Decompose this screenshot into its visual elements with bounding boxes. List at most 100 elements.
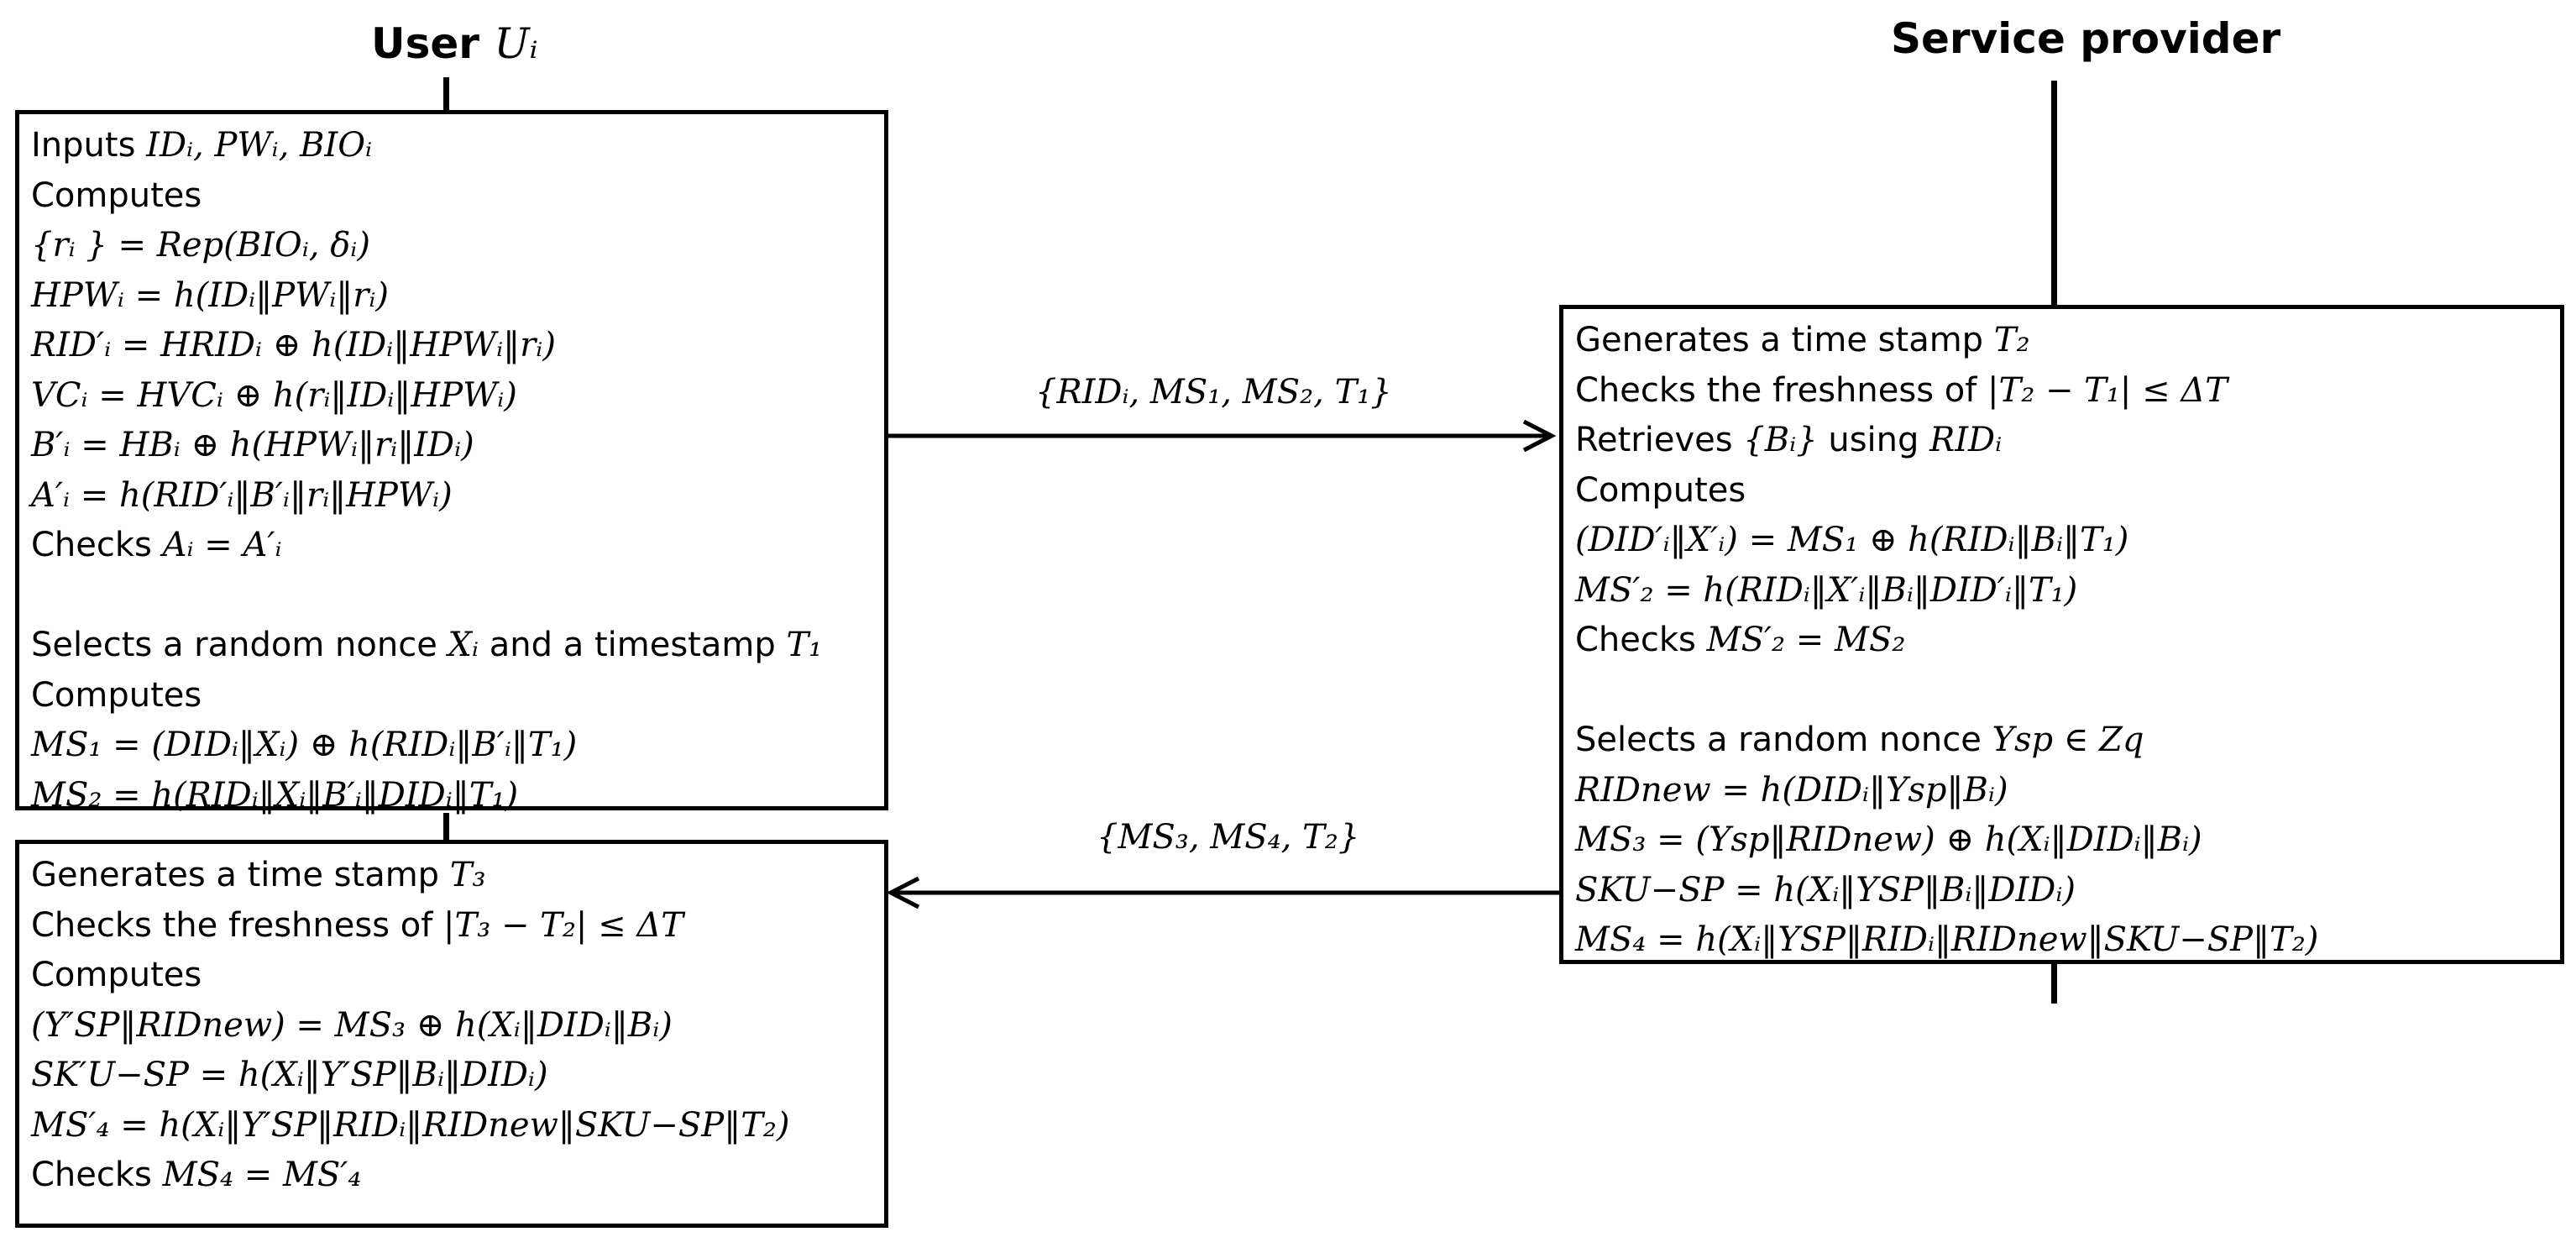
step-formula: SKU−SP = h(Xᵢ‖YSP‖Bᵢ‖DIDᵢ) [1575,870,2076,909]
step-formula: RID′ᵢ = HRIDᵢ ⊕ h(IDᵢ‖HPWᵢ‖rᵢ) [31,326,556,364]
step-line: Computes [1575,466,2553,516]
message-to-provider-text: {RIDᵢ, MS₁, MS₂, T₁} [1035,373,1392,411]
step-line: Selects a random nonce Xᵢ and a timestam… [31,621,877,671]
step-formula: |T₃ − T₂| ≤ ΔT [443,905,683,945]
step-formula: MS′₂ = MS₂ [1706,621,1906,659]
step-line: B′ᵢ = HBᵢ ⊕ h(HPWᵢ‖rᵢ‖IDᵢ) [31,421,877,471]
step-formula: (DID′ᵢ‖X′ᵢ) = MS₁ ⊕ h(RIDᵢ‖Bᵢ‖T₁) [1575,521,2129,559]
message-to-user-text: {MS₃, MS₄, T₂} [1097,818,1360,857]
step-text: Checks [31,526,163,564]
step-text: Generates a time stamp [1575,321,1994,359]
step-line: {rᵢ } = Rep(BIOᵢ, δᵢ) [31,221,877,271]
step-formula: HPWᵢ = h(IDᵢ‖PWᵢ‖rᵢ) [31,275,390,315]
step-formula: MS₃ = (Ysp‖RIDnew) ⊕ h(Xᵢ‖DIDᵢ‖Bᵢ) [1575,820,2202,859]
step-formula: MS₄ = MS′₄ [162,1156,362,1194]
step-formula: {Bᵢ} [1743,421,1818,459]
message-to-provider: {RIDᵢ, MS₁, MS₂, T₁} [1035,371,1392,413]
step-formula: MS′₂ = h(RIDᵢ‖X′ᵢ‖Bᵢ‖DID′ᵢ‖T₁) [1575,570,2078,610]
step-formula: MS₂ = h(RIDᵢ‖Xᵢ‖B′ᵢ‖DIDᵢ‖T₁) [31,775,519,815]
user-lifeline-middle [443,813,449,843]
step-formula: Xᵢ [448,626,479,664]
step-formula: (Y′SP‖RIDnew) = MS₃ ⊕ h(Xᵢ‖DIDᵢ‖Bᵢ) [31,1005,673,1045]
step-line: Generates a time stamp T₂ [1575,316,2553,366]
step-line: Checks MS′₂ = MS₂ [1575,616,2553,666]
step-text: Checks the freshness of [31,905,444,945]
step-text: Computes [31,675,202,715]
step-formula: T₁ [786,626,823,664]
step-text: Computes [31,956,202,994]
step-formula: VCᵢ = HVCᵢ ⊕ h(rᵢ‖IDᵢ‖HPWᵢ) [31,375,517,415]
step-formula: MS₄ = h(Xᵢ‖YSP‖RIDᵢ‖RIDnew‖SKU−SP‖T₂) [1575,920,2319,959]
step-text: Checks [1575,621,1707,659]
step-line: MS₃ = (Ysp‖RIDnew) ⊕ h(Xᵢ‖DIDᵢ‖Bᵢ) [1575,815,2553,866]
step-line: SK′U−SP = h(Xᵢ‖Y′SP‖Bᵢ‖DIDᵢ) [31,1051,877,1101]
provider-heading: Service provider [1891,14,2281,63]
step-text: Computes [31,176,202,215]
step-line: RIDnew = h(DIDᵢ‖Ysp‖Bᵢ) [1575,766,2553,816]
provider-lifeline-bottom [2051,960,2057,1004]
step-formula: T₂ [1993,321,2030,359]
step-text: Computes [1575,470,1746,510]
step-line: Generates a time stamp T₃ [31,851,877,901]
step-formula: MS′₄ = h(Xᵢ‖Y′SP‖RIDᵢ‖RIDnew‖SKU−SP‖T₂) [31,1105,790,1145]
step-text: Selects a random nonce [31,626,448,664]
message-to-user: {MS₃, MS₄, T₂} [1097,816,1359,858]
step-text: Checks the freshness of [1575,370,1988,410]
step-text: Generates a time stamp [31,856,450,894]
step-line: Checks the freshness of |T₂ − T₁| ≤ ΔT [1575,366,2553,417]
step-line: MS₂ = h(RIDᵢ‖Xᵢ‖B′ᵢ‖DIDᵢ‖T₁) [31,771,877,821]
step-formula: {rᵢ } = Rep(BIOᵢ, δᵢ) [31,226,370,265]
step-line: RID′ᵢ = HRIDᵢ ⊕ h(IDᵢ‖HPWᵢ‖rᵢ) [31,321,877,371]
step-text: Selects a random nonce [1575,721,1992,759]
step-text: Retrieves [1575,421,1744,459]
step-text: Inputs [31,126,147,165]
step-line: HPWᵢ = h(IDᵢ‖PWᵢ‖rᵢ) [31,271,877,322]
step-line: Retrieves {Bᵢ} using RIDᵢ [1575,416,2553,466]
step-line: MS₄ = h(Xᵢ‖YSP‖RIDᵢ‖RIDnew‖SKU−SP‖T₂) [1575,915,2553,966]
arrow-to-user-head [886,876,920,909]
step-formula: |T₂ − T₁| ≤ ΔT [1987,370,2228,410]
step-line: SKU−SP = h(Xᵢ‖YSP‖Bᵢ‖DIDᵢ) [1575,866,2553,916]
step-formula: IDᵢ, PWᵢ, BIOᵢ [146,126,373,165]
user-lifeline-top [443,77,449,111]
step-formula: B′ᵢ = HBᵢ ⊕ h(HPWᵢ‖rᵢ‖IDᵢ) [31,426,474,464]
arrow-to-provider-head [1522,419,1557,453]
step-line: Selects a random nonce Ysp ∈ Zq [1575,715,2553,766]
step-line: A′ᵢ = h(RID′ᵢ‖B′ᵢ‖rᵢ‖HPWᵢ) [31,471,877,522]
step-line: Computes [31,671,877,721]
step-line: Checks the freshness of |T₃ − T₂| ≤ ΔT [31,901,877,951]
step-line: VCᵢ = HVCᵢ ⊕ h(rᵢ‖IDᵢ‖HPWᵢ) [31,371,877,422]
step-text: using [1817,421,1930,459]
step-formula: Aᵢ = A′ᵢ [162,526,282,564]
step-line: (DID′ᵢ‖X′ᵢ) = MS₁ ⊕ h(RIDᵢ‖Bᵢ‖T₁) [1575,516,2553,566]
step-line: (Y′SP‖RIDnew) = MS₃ ⊕ h(Xᵢ‖DIDᵢ‖Bᵢ) [31,1001,877,1051]
step-line: Inputs IDᵢ, PWᵢ, BIOᵢ [31,121,877,171]
step-formula: SK′U−SP = h(Xᵢ‖Y′SP‖Bᵢ‖DIDᵢ) [31,1056,548,1094]
step-formula: Ysp ∈ Zq [1992,721,2144,759]
step-line: MS′₂ = h(RIDᵢ‖X′ᵢ‖Bᵢ‖DID′ᵢ‖T₁) [1575,566,2553,616]
step-line: Computes [31,951,877,1001]
step-line: MS₁ = (DIDᵢ‖Xᵢ) ⊕ h(RIDᵢ‖B′ᵢ‖T₁) [31,721,877,771]
step-formula: RIDnew = h(DIDᵢ‖Ysp‖Bᵢ) [1575,770,2008,810]
step-formula: MS₁ = (DIDᵢ‖Xᵢ) ⊕ h(RIDᵢ‖B′ᵢ‖T₁) [31,726,578,764]
user-heading: User Uᵢ [371,18,538,69]
step-line: Checks MS₄ = MS′₄ [31,1151,877,1201]
step-text: and a timestamp [479,626,787,664]
step-line: MS′₄ = h(Xᵢ‖Y′SP‖RIDᵢ‖RIDnew‖SKU−SP‖T₂) [31,1101,877,1151]
step-text: Checks [31,1156,163,1194]
step-line: Checks Aᵢ = A′ᵢ [31,521,877,571]
step-formula: T₃ [449,856,486,894]
provider-lifeline-top [2051,81,2057,307]
user-heading-symbol: Uᵢ [494,19,538,68]
step-formula: RIDᵢ [1929,421,2003,459]
step-formula: A′ᵢ = h(RID′ᵢ‖B′ᵢ‖rᵢ‖HPWᵢ) [31,475,453,515]
step-line: Computes [31,171,877,222]
user-heading-label: User [371,19,479,68]
